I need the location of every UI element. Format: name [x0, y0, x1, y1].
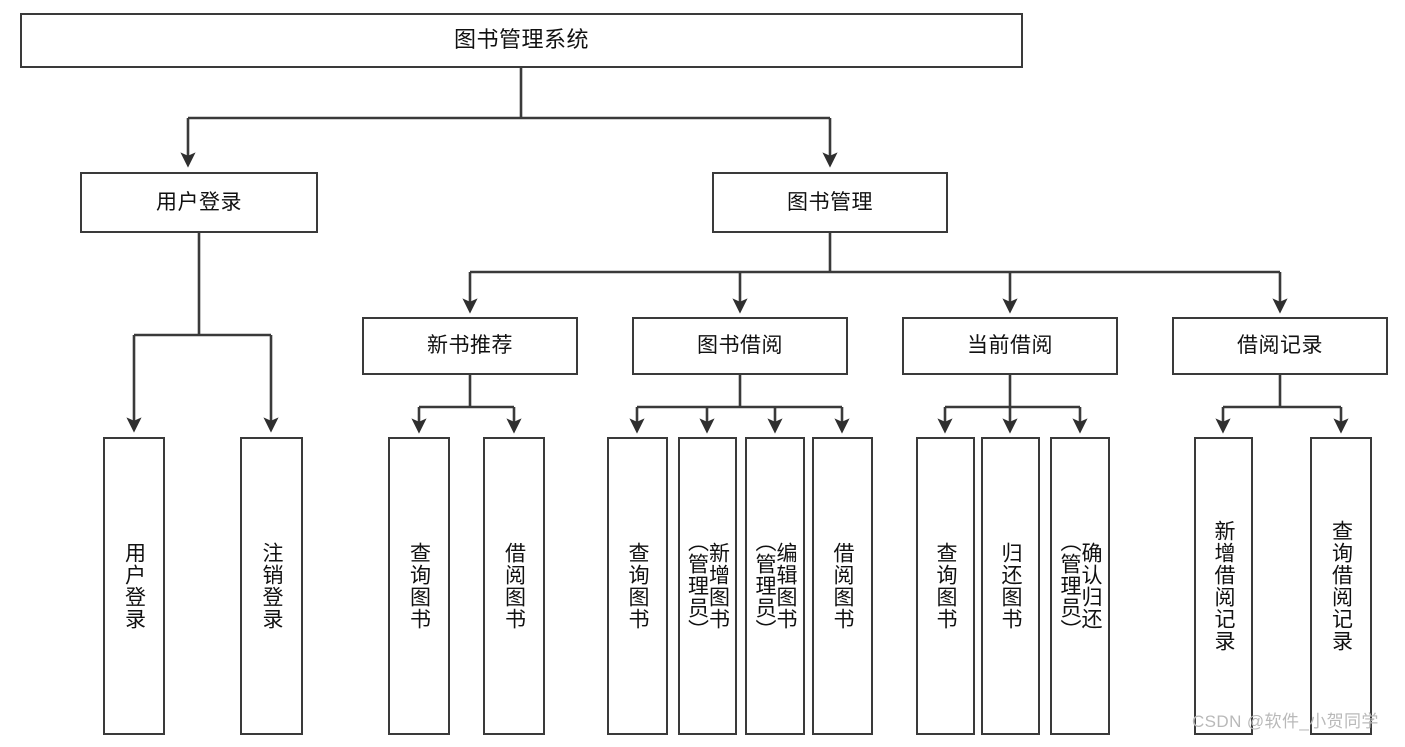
node-leaf-query-book-borrow[interactable]: 查询图书	[607, 437, 668, 735]
node-new-book-recommend[interactable]: 新书推荐	[362, 317, 578, 375]
node-leaf-query-book-rec-label: 查询图书	[407, 542, 431, 630]
node-leaf-query-book-borrow-label: 查询图书	[626, 542, 649, 630]
node-leaf-return-book[interactable]: 归还图书	[981, 437, 1040, 735]
node-leaf-logout-label: 注销登录	[260, 542, 283, 630]
node-leaf-query-record[interactable]: 查询借阅记录	[1310, 437, 1372, 735]
node-leaf-add-record-label: 新增借阅记录	[1212, 520, 1235, 652]
node-leaf-edit-book-label: 编辑图书 （管理员）	[753, 531, 797, 641]
node-leaf-borrow-book-label: 借阅图书	[831, 542, 854, 630]
node-leaf-borrow-book-rec-label: 借阅图书	[502, 542, 526, 630]
node-leaf-borrow-book[interactable]: 借阅图书	[812, 437, 873, 735]
node-leaf-return-book-label: 归还图书	[999, 542, 1022, 630]
node-leaf-add-book-label: 新增图书 （管理员）	[685, 531, 730, 641]
node-leaf-query-book-rec[interactable]: 查询图书	[388, 437, 450, 735]
node-leaf-user-login-label: 用户登录	[122, 542, 146, 630]
node-book-management[interactable]: 图书管理	[712, 172, 948, 233]
node-book-management-label: 图书管理	[787, 190, 873, 214]
node-leaf-add-record[interactable]: 新增借阅记录	[1194, 437, 1253, 735]
node-leaf-confirm-return[interactable]: 确认归还 （管理员）	[1050, 437, 1110, 735]
node-book-borrow-label: 图书借阅	[697, 334, 783, 358]
node-user-login[interactable]: 用户登录	[80, 172, 318, 233]
node-leaf-add-book[interactable]: 新增图书 （管理员）	[678, 437, 737, 735]
node-root[interactable]: 图书管理系统	[20, 13, 1023, 68]
node-borrow-record[interactable]: 借阅记录	[1172, 317, 1388, 375]
node-leaf-query-book-cur[interactable]: 查询图书	[916, 437, 975, 735]
node-leaf-confirm-return-label: 确认归还 （管理员）	[1058, 531, 1102, 641]
node-current-borrow-label: 当前借阅	[967, 334, 1053, 358]
node-leaf-edit-book[interactable]: 编辑图书 （管理员）	[745, 437, 805, 735]
csdn-watermark: CSDN @软件_小贺同学	[1192, 712, 1379, 731]
node-user-login-label: 用户登录	[156, 190, 242, 214]
node-leaf-query-book-cur-label: 查询图书	[934, 542, 957, 630]
node-root-label: 图书管理系统	[453, 27, 589, 53]
node-book-borrow[interactable]: 图书借阅	[632, 317, 848, 375]
node-leaf-logout[interactable]: 注销登录	[240, 437, 303, 735]
node-leaf-user-login[interactable]: 用户登录	[103, 437, 165, 735]
node-borrow-record-label: 借阅记录	[1237, 334, 1323, 358]
node-leaf-query-record-label: 查询借阅记录	[1329, 520, 1353, 652]
node-current-borrow[interactable]: 当前借阅	[902, 317, 1118, 375]
node-leaf-borrow-book-rec[interactable]: 借阅图书	[483, 437, 545, 735]
node-new-book-recommend-label: 新书推荐	[427, 334, 513, 358]
